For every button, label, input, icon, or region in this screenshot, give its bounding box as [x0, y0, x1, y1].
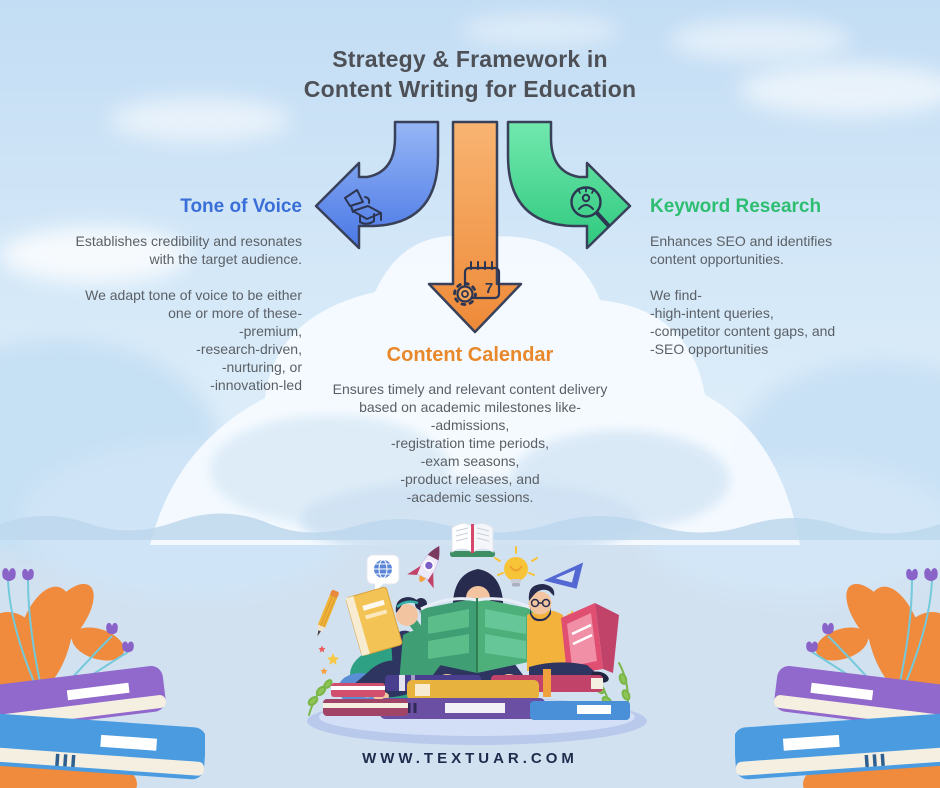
megaphone-graduation-cap-icon: [344, 189, 382, 225]
content-calendar-para1: Ensures timely and relevant content deli…: [332, 381, 608, 505]
keyword-research-para1: Enhances SEO and identifies content oppo…: [650, 233, 833, 267]
website-url: WWW.TEXTUAR.COM: [362, 750, 578, 767]
open-book-icon: [450, 522, 495, 557]
pink-book: [561, 603, 619, 675]
page-title-line2: Content Writing for Education: [303, 76, 637, 103]
arrow-right-green: [506, 120, 632, 250]
cumulus-cloud: [150, 235, 800, 560]
set-square-icon: [543, 562, 584, 589]
tulip-flowers: [2, 568, 134, 653]
arrow-down-orange: [427, 120, 523, 334]
content-calendar-heading: Content Calendar: [386, 344, 554, 366]
keyword-research-heading: Keyword Research: [650, 196, 822, 217]
corner-decoration-right: [735, 568, 940, 788]
svg-text:7: 7: [485, 280, 493, 297]
rocket-icon: [407, 545, 440, 589]
calendar-gear-icon: 7: [453, 261, 501, 306]
page-title: Strategy & Framework in Content Writing …: [0, 44, 940, 105]
speech-bubble-globe-icon: [366, 554, 400, 592]
keyword-research-para2: We find- -high-intent queries, -competit…: [650, 287, 836, 357]
tulip-flowers: [806, 568, 938, 653]
pencil-icon: [317, 589, 339, 637]
corner-decoration-left: [0, 568, 205, 788]
magnifier-person-icon: [570, 186, 610, 227]
page-title-line1: Strategy & Framework in: [332, 46, 608, 72]
reader-left: [345, 586, 443, 701]
flow-arrows: 7: [314, 120, 632, 334]
tone-of-voice-para1: Establishes credibility and resonates wi…: [75, 233, 302, 267]
section-keyword-research: Keyword Research Enhances SEO and identi…: [650, 196, 922, 358]
reader-right: [527, 584, 619, 690]
tone-of-voice-heading: Tone of Voice: [180, 196, 302, 217]
tone-of-voice-para2: We adapt tone of voice to be either one …: [85, 287, 302, 393]
arrow-left-blue: [314, 120, 440, 250]
light-bulb-icon: [494, 546, 538, 587]
section-content-calendar: Content Calendar Ensures timely and rele…: [0, 344, 940, 506]
readers-illustration: [307, 522, 647, 745]
book-stack: [323, 669, 630, 720]
section-tone-of-voice: Tone of Voice Establishes credibility an…: [40, 196, 302, 394]
cloud: [0, 14, 940, 283]
yellow-book: [345, 586, 403, 656]
horizon-wave: [0, 513, 940, 540]
corner-book-blue: [0, 711, 205, 780]
green-book: [420, 597, 534, 673]
corner-book-blue: [735, 711, 940, 780]
